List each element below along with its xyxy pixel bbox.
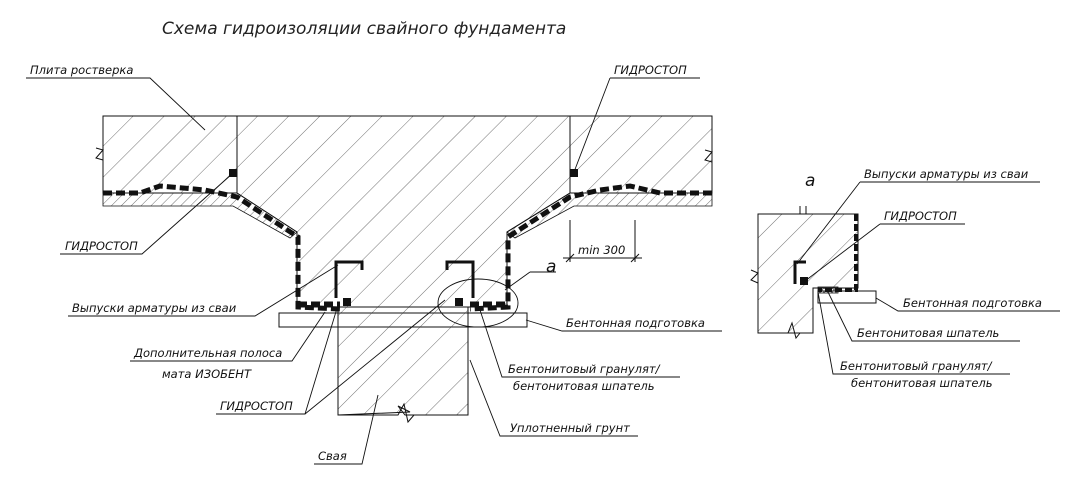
pile: [337, 306, 469, 416]
gidrostop-block: [455, 298, 463, 306]
label-gidrostop-bottom: ГИДРОСТОП: [220, 399, 293, 413]
label-dop-polosa-2: мата ИЗОБЕНТ: [162, 367, 252, 381]
label-granulat-1: Бентонитовый гранулят/: [508, 362, 661, 376]
diagram-title: Схема гидроизоляции свайного фундамента: [162, 19, 566, 39]
dim-min-300: min 300: [578, 243, 625, 257]
detail-callout: [437, 278, 519, 328]
detail-label-vypuski: Выпуски арматуры из сваи: [864, 167, 1029, 181]
callout-a: а: [546, 257, 556, 277]
detail-label-granulat-1: Бентонитовый гранулят/: [840, 359, 993, 373]
label-uplot: Уплотненный грунт: [510, 421, 630, 435]
label-vypuski: Выпуски арматуры из сваи: [72, 301, 237, 315]
main-section: min 300 а Плита ростверка ГИДРОСТОП ГИДР…: [26, 63, 722, 465]
label-gidrostop-top: ГИДРОСТОП: [614, 63, 687, 77]
detail-label-shpatel: Бентонитовая шпатель: [857, 326, 999, 340]
label-dop-polosa-1: Дополнительная полоса: [133, 346, 282, 360]
rebar-left: [334, 260, 364, 298]
detail-a-label: а: [805, 171, 815, 191]
label-granulat-2: бентонитовая шпатель: [513, 379, 655, 393]
label-svaya: Свая: [318, 449, 347, 463]
rebar-right: [445, 260, 475, 298]
label-plita: Плита ростверка: [30, 63, 133, 77]
detail-label-bent-podg: Бентонная подготовка: [903, 296, 1042, 310]
detail-label-gidrostop: ГИДРОСТОП: [884, 209, 957, 223]
raft-slab: [102, 115, 713, 308]
label-bent-podg: Бентонная подготовка: [566, 316, 705, 330]
gidrostop-block: [229, 169, 237, 177]
detail-a: а Выпуски арматуры из сваи ГИДРОСТОП Бен…: [750, 167, 1060, 390]
label-gidrostop-left: ГИДРОСТОП: [65, 239, 138, 253]
gidrostop-block: [343, 298, 351, 306]
gidrostop-block: [570, 169, 578, 177]
detail-label-granulat-2: бентонитовая шпатель: [851, 376, 993, 390]
